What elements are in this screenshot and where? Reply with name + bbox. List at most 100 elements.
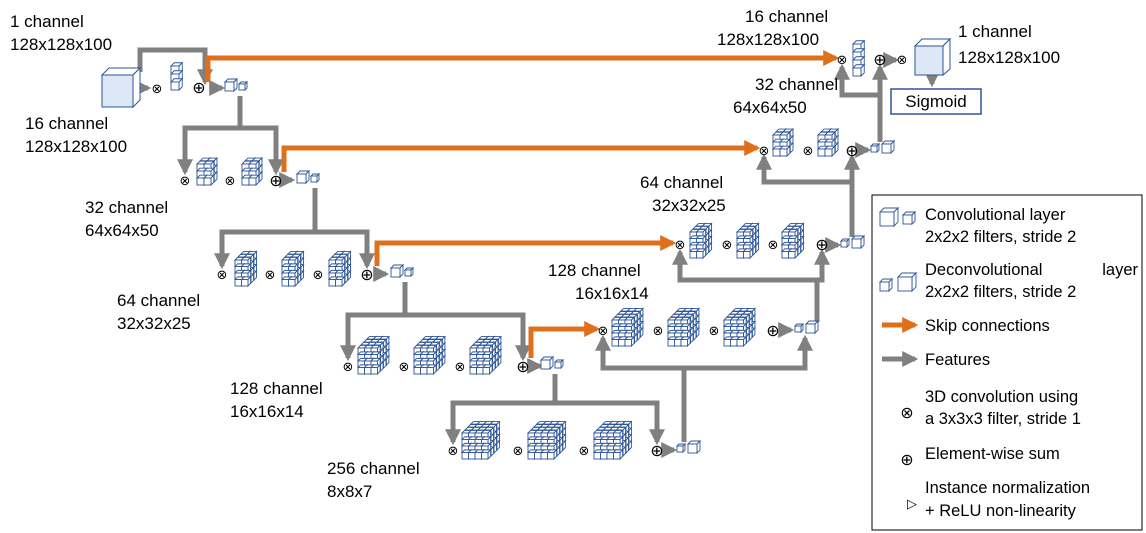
enc5-block-c bbox=[592, 420, 633, 461]
input-volume bbox=[100, 66, 142, 109]
conv3d-symbol-d1: ⊗ bbox=[837, 53, 848, 68]
enc2-block-a bbox=[195, 156, 219, 187]
enc4-block-b bbox=[412, 335, 446, 376]
dec3-block-c bbox=[780, 222, 805, 260]
dec4-block-c bbox=[722, 307, 756, 348]
conv3d-symbol-e4c: ⊗ bbox=[455, 360, 466, 375]
conv3d-symbol-d3a: ⊗ bbox=[675, 238, 686, 253]
d2-size-label: 64x64x50 bbox=[733, 98, 807, 117]
sum-symbol-d3: ⊕ bbox=[815, 235, 828, 254]
conv3d-symbol-d4c: ⊗ bbox=[709, 324, 720, 339]
legend-norm-line1: Instance normalization bbox=[925, 479, 1090, 497]
l4-channel-label: 128 channel bbox=[230, 379, 323, 398]
conv3d-symbol-e4a: ⊗ bbox=[343, 360, 354, 375]
conv3d-symbol-e3c: ⊗ bbox=[313, 268, 324, 283]
enc5-block-b bbox=[526, 420, 567, 461]
d3-channel-label: 64 channel bbox=[640, 173, 723, 192]
sum-symbol-d1: ⊕ bbox=[873, 50, 886, 69]
output-volume bbox=[913, 37, 952, 77]
sigmoid-box: Sigmoid bbox=[890, 88, 982, 115]
output-size-label: 128x128x100 bbox=[958, 48, 1060, 67]
conv3d-symbol-e2b: ⊗ bbox=[225, 174, 236, 189]
upsample-deconv-4 bbox=[793, 319, 820, 335]
enc4-block-a bbox=[356, 335, 390, 376]
conv3d-symbol-e2a: ⊗ bbox=[180, 174, 191, 189]
legend-sum-symbol: ⊕ bbox=[900, 450, 913, 469]
conv3d-symbol-e1: ⊗ bbox=[152, 82, 163, 97]
operation-symbols: ⊗⊕⊗⊗⊕⊗⊗⊗⊕⊗⊗⊗⊕⊗⊗⊗⊕⊗⊗⊗⊕⊗⊗⊗⊕⊗⊗⊕⊗⊕⊗ bbox=[152, 50, 908, 460]
dec3-block-b bbox=[735, 222, 760, 260]
dec1-block bbox=[851, 39, 866, 78]
downsample-conv-4 bbox=[539, 355, 565, 371]
sum-symbol-e3: ⊕ bbox=[360, 265, 373, 284]
l2-size-label: 64x64x50 bbox=[85, 221, 159, 240]
dec2-block-a bbox=[771, 127, 795, 158]
conv3d-symbol-d2a: ⊗ bbox=[759, 144, 770, 159]
sum-symbol-e4: ⊕ bbox=[516, 357, 529, 376]
upsample-deconv-3 bbox=[839, 234, 866, 250]
legend-deconv-icon bbox=[878, 271, 918, 293]
input-channel-label: 1 channel bbox=[10, 12, 84, 31]
enc4-block-c bbox=[468, 335, 502, 376]
downsample-conv-2 bbox=[295, 169, 321, 185]
enc3-block-a bbox=[233, 250, 258, 288]
d2-channel-label: 32 channel bbox=[755, 75, 838, 94]
legend-features-label: Features bbox=[925, 351, 990, 369]
legend-skip-label: Skip connections bbox=[925, 317, 1050, 335]
legend-deconv-line1b: layer bbox=[1102, 261, 1138, 279]
l1-channel-label: 16 channel bbox=[25, 114, 108, 133]
level-labels: 1 channel 128x128x100 16 channel 128x128… bbox=[10, 7, 1060, 501]
upsample-deconv-2 bbox=[869, 139, 896, 155]
output-channel-label: 1 channel bbox=[958, 22, 1032, 41]
conv3d-symbol-e5b: ⊗ bbox=[513, 444, 524, 459]
sum-symbol-e5: ⊕ bbox=[650, 441, 663, 460]
d1-size-label: 128x128x100 bbox=[717, 30, 819, 49]
l1-size-label: 128x128x100 bbox=[25, 137, 127, 156]
conv3d-symbol-d4a: ⊗ bbox=[598, 324, 609, 339]
l5-channel-label: 256 channel bbox=[327, 459, 420, 478]
d3-size-label: 32x32x25 bbox=[652, 196, 726, 215]
sum-symbol-e1: ⊕ bbox=[192, 78, 205, 97]
l4-size-label: 16x16x14 bbox=[230, 402, 304, 421]
l3-size-label: 32x32x25 bbox=[117, 314, 191, 333]
downsample-conv-3 bbox=[389, 263, 415, 279]
legend-icons: ⊗⊕▷ bbox=[878, 206, 919, 512]
legend-conv-line2: 2x2x2 filters, stride 2 bbox=[925, 228, 1076, 246]
legend-conv-icon bbox=[878, 206, 917, 228]
legend-deconv-line1: Deconvolutional bbox=[925, 261, 1042, 279]
conv3d-symbol-e4b: ⊗ bbox=[399, 360, 410, 375]
l2-channel-label: 32 channel bbox=[85, 198, 168, 217]
dec3-block-a bbox=[688, 222, 713, 260]
legend-conv3d-line2: a 3x3x3 filter, stride 1 bbox=[925, 410, 1081, 428]
legend-conv3d-symbol: ⊗ bbox=[900, 403, 913, 422]
skip-connections bbox=[205, 49, 840, 358]
feature-map-blocks bbox=[169, 39, 866, 461]
d4-channel-label: 128 channel bbox=[548, 261, 641, 280]
l5-size-label: 8x8x7 bbox=[327, 482, 372, 501]
conv3d-symbol-d3b: ⊗ bbox=[722, 238, 733, 253]
conv3d-symbol-e5c: ⊗ bbox=[579, 444, 590, 459]
sigmoid-label: Sigmoid bbox=[905, 92, 966, 111]
input-size-label: 128x128x100 bbox=[10, 35, 112, 54]
sum-symbol-d4: ⊕ bbox=[766, 321, 779, 340]
legend: ⊗⊕▷ Convolutional layer 2x2x2 filters, s… bbox=[871, 194, 1143, 531]
conv3d-symbol-d3c: ⊗ bbox=[768, 238, 779, 253]
enc3-block-b bbox=[280, 250, 305, 288]
conv3d-symbol-out: ⊗ bbox=[897, 53, 908, 68]
sum-symbol-d2: ⊕ bbox=[845, 141, 858, 160]
sum-symbol-e2: ⊕ bbox=[269, 171, 282, 190]
resample-layers bbox=[223, 77, 896, 455]
upsample-deconv-5 bbox=[675, 439, 702, 455]
enc5-block-a bbox=[460, 420, 501, 461]
legend-norm-line2: + ReLU non-linearity bbox=[925, 502, 1077, 520]
legend-sum-label: Element-wise sum bbox=[925, 445, 1060, 463]
conv3d-symbol-d4b: ⊗ bbox=[653, 324, 664, 339]
conv3d-symbol-e5a: ⊗ bbox=[448, 444, 459, 459]
legend-conv3d-line1: 3D convolution using bbox=[925, 388, 1078, 406]
feature-paths bbox=[135, 47, 941, 459]
dec2-block-b bbox=[816, 127, 840, 158]
d4-size-label: 16x16x14 bbox=[575, 284, 649, 303]
legend-deconv-line2: 2x2x2 filters, stride 2 bbox=[925, 283, 1076, 301]
l3-channel-label: 64 channel bbox=[117, 291, 200, 310]
